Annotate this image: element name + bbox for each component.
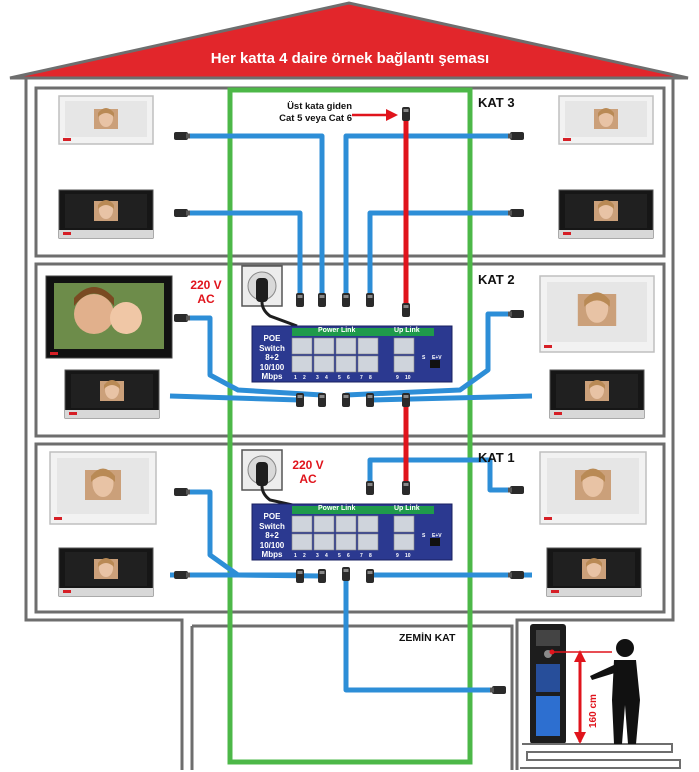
- monitor-kat3-right-bottom: [559, 190, 653, 238]
- switch-line3: 8+2: [265, 353, 279, 362]
- monitor-kat1-right-bottom: [547, 548, 641, 596]
- switch-line4: 10/100: [259, 540, 285, 550]
- port-label: 8: [369, 553, 372, 559]
- lan-cables: [169, 133, 533, 693]
- switch-line5: Mbps: [261, 550, 283, 559]
- voltage-kat2: 220 V: [190, 278, 222, 292]
- switch-line4: 10/100: [259, 362, 285, 372]
- uplink-note: Üst kata giden Cat 5 veya Cat 6: [232, 101, 352, 125]
- port-label: 7: [360, 375, 363, 381]
- floor-label-zemin: ZEMİN KAT: [399, 632, 456, 644]
- switch-up-link-kat1: Up Link: [394, 505, 420, 512]
- port-label: 9: [396, 553, 399, 559]
- port-label: 1: [294, 553, 297, 559]
- port-label: 9: [396, 375, 399, 381]
- port-label: 6: [347, 375, 350, 381]
- port-label: 1: [294, 375, 297, 381]
- switch-model-kat2: POE Switch 8+2 10/100 Mbps: [252, 334, 292, 382]
- port-label: 8: [369, 375, 372, 381]
- port-label: 5: [338, 553, 341, 559]
- power-socket-kat2: [241, 265, 298, 328]
- poe-switch-kat2: [251, 325, 453, 383]
- uplink-note-line1: Üst kata giden: [287, 101, 352, 112]
- switch-led-s-kat1: S: [422, 533, 426, 539]
- switch-line2: Switch: [259, 343, 285, 353]
- switch-line1: POE: [263, 334, 281, 343]
- switch-led-s-kat2: S: [422, 355, 426, 361]
- stairs: [520, 743, 681, 769]
- building-outline: [24, 78, 675, 770]
- power-socket-kat1: [241, 449, 298, 508]
- monitor-kat3-left-top: [59, 96, 153, 144]
- switch-line3: 8+2: [265, 531, 279, 540]
- switch-model-kat1: POE Switch 8+2 10/100 Mbps: [252, 512, 292, 560]
- port-label: 3: [316, 375, 319, 381]
- monitor-kat3-left-bottom: [59, 190, 153, 238]
- monitor-kat2-left-small: [65, 370, 159, 418]
- port-label: 4: [325, 553, 328, 559]
- height-label: 160 cm: [588, 694, 599, 728]
- poe-switch-kat1: [251, 503, 453, 561]
- floor-label-kat1: KAT 1: [478, 450, 515, 465]
- switch-up-link-kat2: Up Link: [394, 327, 420, 334]
- power-label-kat2: 220 V AC: [188, 278, 224, 306]
- switch-line1: POE: [263, 512, 281, 521]
- switch-led-e-kat1: E+V: [432, 533, 442, 539]
- monitor-kat3-right-top: [559, 96, 653, 144]
- uplink-note-line2: Cat 5 veya Cat 6: [279, 113, 352, 124]
- port-label: 4: [325, 375, 328, 381]
- switch-power-link-kat1: Power Link: [318, 505, 356, 512]
- monitor-kat1-left-top: [49, 451, 157, 525]
- port-label: 2: [303, 375, 306, 381]
- switch-line2: Switch: [259, 521, 285, 531]
- switch-line5: Mbps: [261, 372, 283, 381]
- port-label: 5: [338, 375, 341, 381]
- current-type-kat2: AC: [197, 292, 215, 306]
- floor-label-kat2: KAT 2: [478, 272, 515, 287]
- height-marker: [549, 649, 612, 744]
- monitor-kat1-right-top: [539, 451, 647, 525]
- current-type-kat1: AC: [299, 472, 317, 486]
- monitor-kat2-left-large: [45, 275, 173, 359]
- switch-led-e-kat2: E+V: [432, 355, 442, 361]
- power-label-kat1: 220 V AC: [290, 458, 326, 486]
- port-label: 7: [360, 553, 363, 559]
- monitor-kat2-right-bottom: [550, 370, 644, 418]
- switch-power-link-kat2: Power Link: [318, 327, 356, 334]
- floor-label-kat3: KAT 3: [478, 95, 515, 110]
- port-label: 10: [405, 375, 411, 381]
- uplink-arrow: [352, 109, 398, 121]
- port-label: 6: [347, 553, 350, 559]
- door-entry-panel: [530, 624, 566, 744]
- roof: [9, 1, 689, 80]
- diagram-title: Her katta 4 daire örnek bağlantı şeması: [210, 50, 490, 67]
- port-label: 3: [316, 553, 319, 559]
- monitor-kat1-left-bottom: [59, 548, 153, 596]
- port-label: 10: [405, 553, 411, 559]
- monitor-kat2-right-top: [539, 275, 655, 353]
- cable-shaft: [227, 87, 473, 765]
- voltage-kat1: 220 V: [292, 458, 324, 472]
- port-label: 2: [303, 553, 306, 559]
- person-silhouette: [590, 639, 640, 744]
